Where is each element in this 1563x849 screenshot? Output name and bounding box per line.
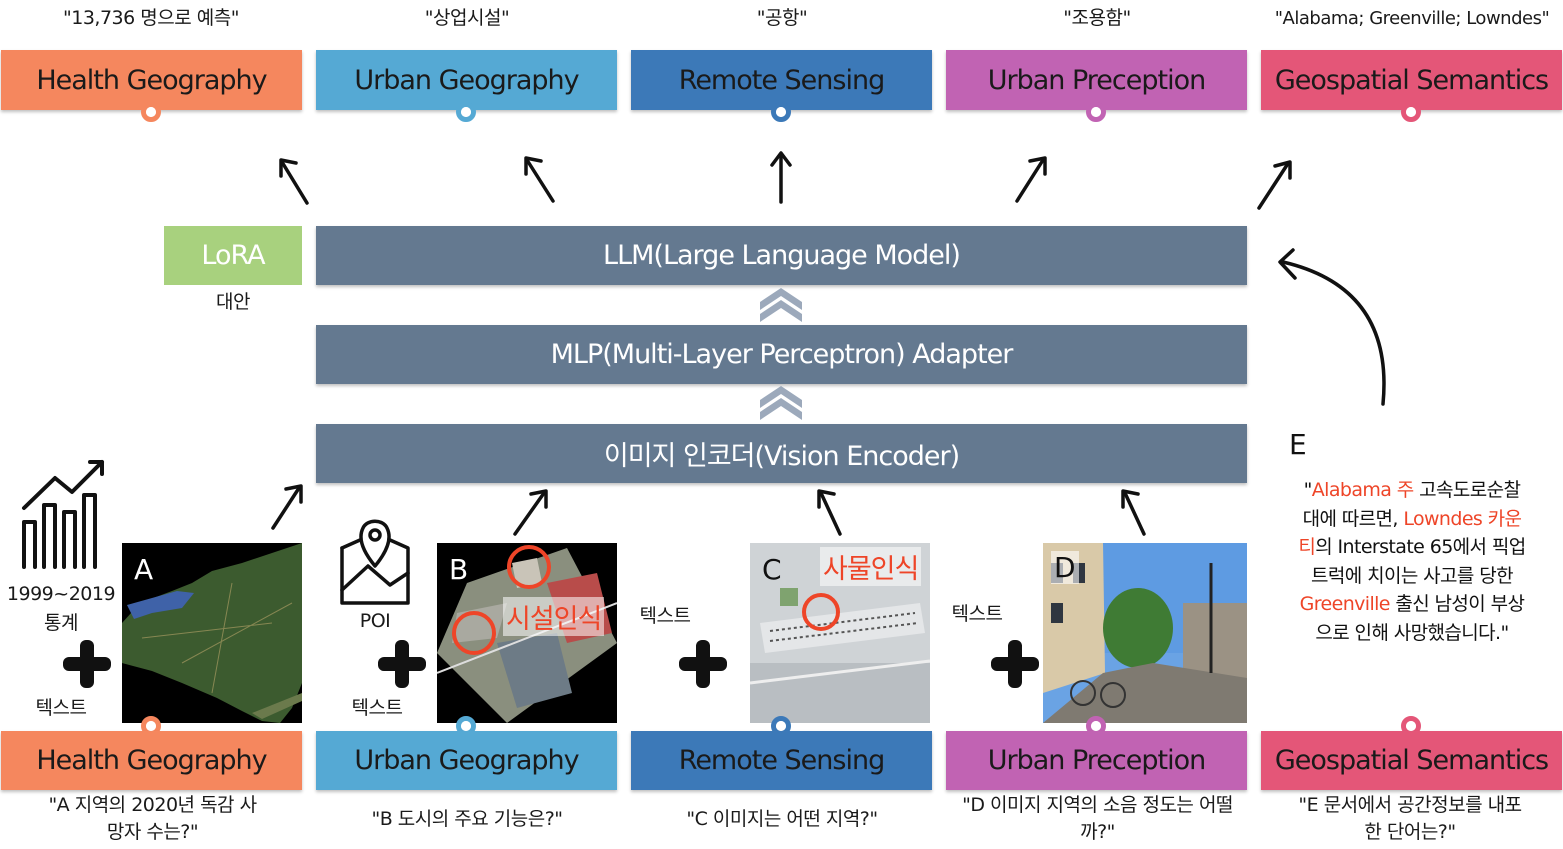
task-box-bottom-perception: Urban Preception bbox=[946, 731, 1247, 790]
task-box-bottom-health: Health Geography bbox=[1, 731, 302, 790]
map-pin-icon bbox=[340, 519, 410, 605]
task-box-top-health: Health Geography bbox=[1, 50, 302, 110]
plus-icon bbox=[63, 640, 111, 688]
satellite-image-a: A bbox=[122, 543, 302, 723]
chevron-up-icon bbox=[760, 288, 802, 420]
answer-semantics: "Alabama; Greenville; Lowndes" bbox=[1274, 8, 1550, 29]
answer-perception: "조용함" bbox=[1063, 7, 1131, 29]
text-input-label-c: 텍스트 bbox=[639, 605, 691, 627]
task-box-top-remote: Remote Sensing bbox=[631, 50, 932, 110]
text-input-label-b: 텍스트 bbox=[351, 697, 403, 719]
connector-dot bbox=[771, 102, 791, 122]
facility-recognition-tag: 시설인식 bbox=[503, 597, 605, 636]
stats-caption: 1999~2019 통계 bbox=[6, 583, 116, 634]
question-a: "A 지역의 2020년 독감 사망자 수는?" bbox=[48, 794, 257, 843]
plus-icon bbox=[991, 640, 1039, 688]
task-box-top-urban: Urban Geography bbox=[316, 50, 617, 110]
question-c: "C 이미지는 어떤 지역?" bbox=[686, 808, 878, 830]
llm-box: LLM(Large Language Model) bbox=[316, 226, 1247, 285]
highlight-circle bbox=[507, 545, 551, 589]
image-letter-b: B bbox=[449, 553, 469, 586]
highlight-circle bbox=[452, 611, 496, 655]
connector-dot bbox=[1086, 102, 1106, 122]
answer-health: "13,736 명으로 예측" bbox=[63, 7, 239, 29]
task-box-bottom-semantics: Geospatial Semantics bbox=[1261, 731, 1562, 790]
poi-caption: POI bbox=[359, 610, 391, 632]
line-chart-icon bbox=[22, 460, 104, 569]
street-photo-d: D bbox=[1043, 543, 1247, 723]
highlight-circle bbox=[802, 593, 840, 631]
lora-caption: 대안 bbox=[216, 291, 250, 313]
task-box-top-perception: Urban Preception bbox=[946, 50, 1247, 110]
task-box-bottom-urban: Urban Geography bbox=[316, 731, 617, 790]
lora-box: LoRA bbox=[164, 226, 302, 285]
mlp-adapter-box: MLP(Multi-Layer Perceptron) Adapter bbox=[316, 325, 1247, 384]
question-e: "E 문서에서 공간정보를 내포한 단어는?" bbox=[1298, 794, 1522, 843]
question-d: "D 이미지 지역의 소음 정도는 어떨까?" bbox=[962, 794, 1233, 843]
question-b: "B 도시의 주요 기능은?" bbox=[371, 808, 563, 830]
image-letter-d: D bbox=[1051, 551, 1079, 584]
connector-dot bbox=[1401, 102, 1421, 122]
task-box-bottom-remote: Remote Sensing bbox=[631, 731, 932, 790]
satellite-image-c: C 사물인식 bbox=[750, 543, 930, 723]
arrow-icon bbox=[271, 151, 1386, 536]
object-recognition-tag: 사물인식 bbox=[820, 547, 922, 586]
image-letter-c: C bbox=[762, 553, 782, 586]
plus-icon bbox=[679, 640, 727, 688]
image-letter-a: A bbox=[134, 553, 154, 586]
connector-dot bbox=[456, 102, 476, 122]
connector-dot bbox=[141, 102, 161, 122]
vision-encoder-box: 이미지 인코더(Vision Encoder) bbox=[316, 424, 1247, 483]
doc-letter-e: E bbox=[1289, 428, 1307, 461]
satellite-image-b: B 시설인식 bbox=[437, 543, 617, 723]
text-input-label-a: 텍스트 bbox=[35, 697, 87, 719]
task-box-top-semantics: Geospatial Semantics bbox=[1261, 50, 1562, 110]
document-text-e: "Alabama 주 고속도로순찰대에 따르면, Lowndes 카운티의 In… bbox=[1298, 479, 1526, 644]
plus-icon bbox=[378, 640, 426, 688]
answer-remote: "공항" bbox=[756, 7, 808, 29]
answer-urban: "상업시설" bbox=[424, 7, 510, 29]
text-input-label-d: 텍스트 bbox=[951, 603, 1003, 625]
